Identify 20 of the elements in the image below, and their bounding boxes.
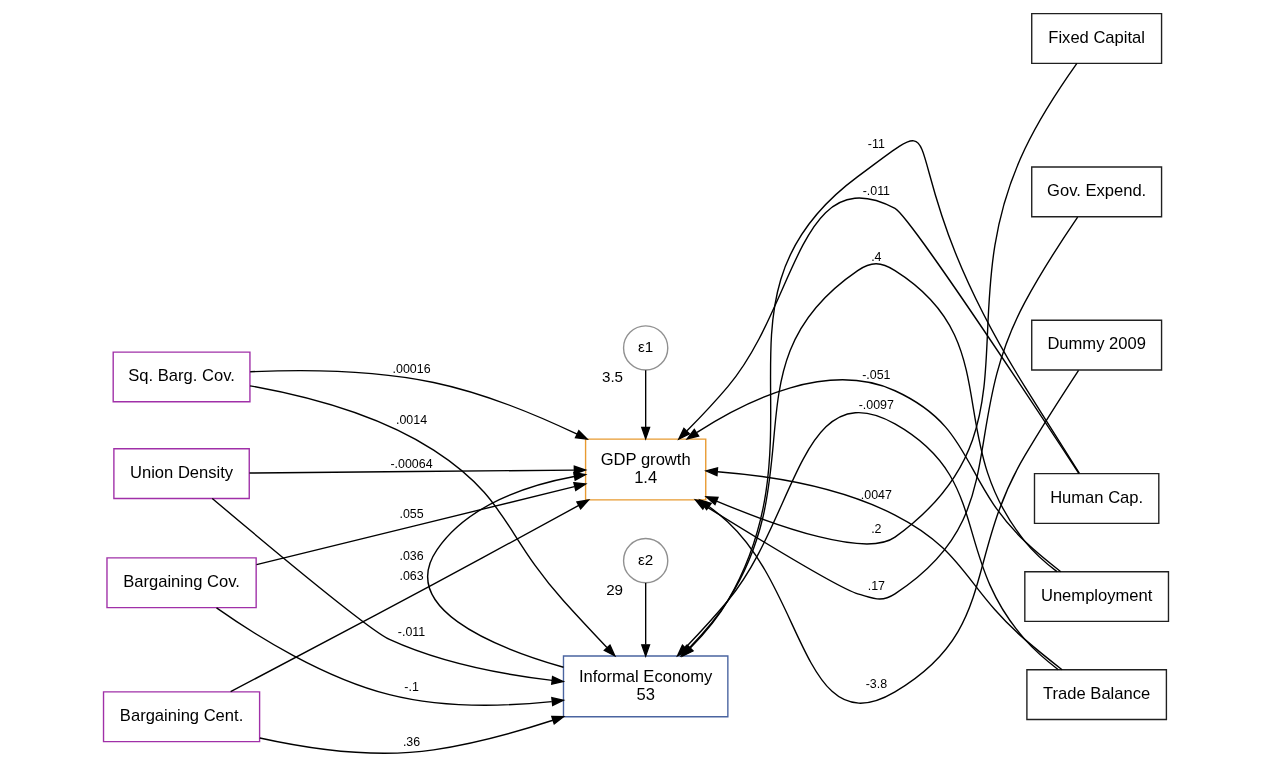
edge-label: -.00064 — [389, 457, 433, 472]
edge-label: .36 — [402, 735, 420, 750]
edge-label: .00016 — [392, 362, 431, 377]
edge-label: -3.8 — [865, 677, 887, 691]
edge-label: -.1 — [403, 679, 419, 694]
edge-label: .0047 — [860, 487, 892, 502]
edge-label: .055 — [398, 507, 424, 522]
edge-label: .17 — [867, 578, 885, 593]
edge-label: .4 — [870, 250, 882, 265]
edge-label: .0014 — [395, 413, 427, 428]
edge-label: -.051 — [861, 367, 890, 382]
edge-label: .063 — [398, 569, 424, 584]
edge-label: -.0097 — [858, 397, 894, 412]
edge-label: .2 — [870, 522, 882, 537]
node-label: 29 — [605, 580, 623, 598]
node-label: 3.5 — [601, 368, 623, 386]
edge-label: -11 — [867, 136, 885, 151]
edge-label: .036 — [398, 548, 424, 563]
edge-label: -.011 — [862, 183, 890, 198]
edge-label: -.011 — [397, 624, 425, 639]
